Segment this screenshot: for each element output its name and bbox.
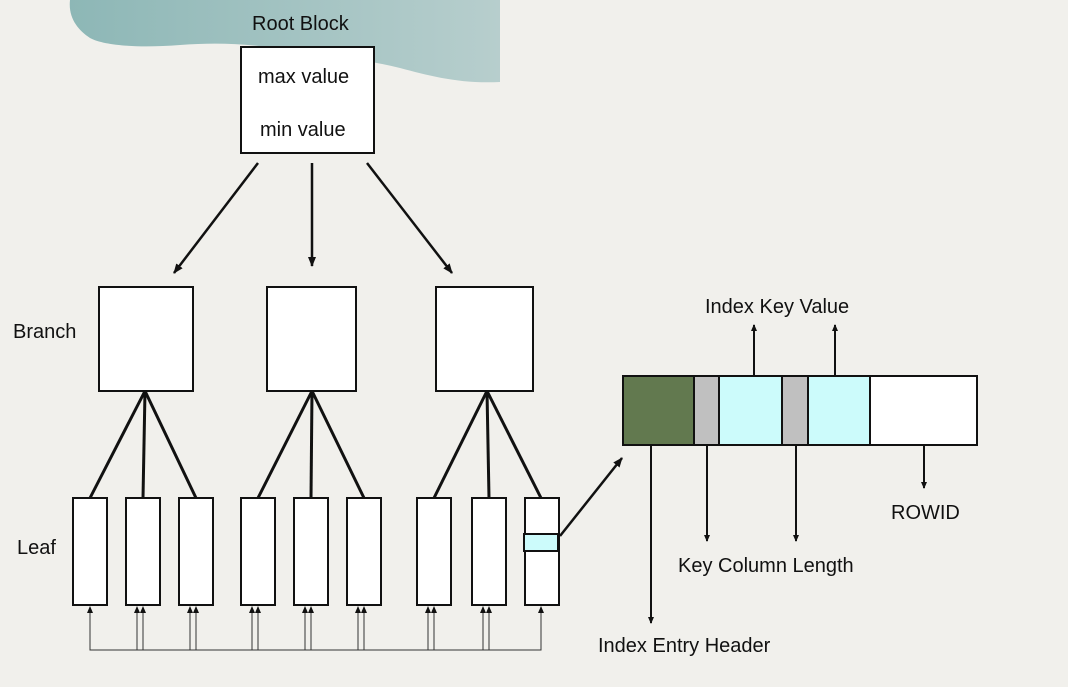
leaf-block bbox=[293, 497, 329, 606]
annotation-arrows bbox=[648, 324, 927, 624]
leaf-block bbox=[346, 497, 382, 606]
leaf-level-label: Leaf bbox=[17, 537, 56, 559]
branch-level-label: Branch bbox=[13, 321, 77, 343]
rowid-label: ROWID bbox=[891, 502, 960, 524]
leaf-entry-highlight bbox=[523, 533, 559, 552]
leaf-block bbox=[240, 497, 276, 606]
background-wash bbox=[69, 0, 500, 83]
branch-block bbox=[266, 286, 357, 392]
index-key-value-label: Index Key Value bbox=[705, 296, 850, 318]
root-block-title: Root Block bbox=[252, 13, 349, 35]
key-length-segment bbox=[781, 375, 809, 446]
key-column-length-label: Key Column Length bbox=[678, 555, 854, 577]
key-value-segment bbox=[807, 375, 871, 446]
root-to-branch-arrows bbox=[173, 162, 453, 274]
zoom-arrow bbox=[559, 457, 623, 537]
root-entry-min: min value bbox=[260, 119, 346, 141]
branch-to-leaf-lines bbox=[88, 390, 543, 499]
leaf-block bbox=[416, 497, 452, 606]
leaf-block bbox=[178, 497, 214, 606]
index-entry-header-label: Index Entry Header bbox=[598, 635, 771, 657]
leaf-block bbox=[125, 497, 161, 606]
root-block bbox=[240, 46, 375, 154]
branch-blocks bbox=[98, 286, 534, 392]
branch-block bbox=[435, 286, 534, 392]
rowid-segment bbox=[869, 375, 978, 446]
branch-block bbox=[98, 286, 194, 392]
root-entry-max: max value bbox=[258, 66, 350, 88]
entry-header-segment bbox=[622, 375, 695, 446]
leaf-link-arrows bbox=[87, 606, 544, 651]
leaf-blocks bbox=[72, 497, 560, 606]
key-length-segment bbox=[693, 375, 720, 446]
key-value-segment bbox=[718, 375, 783, 446]
leaf-block bbox=[72, 497, 108, 606]
leaf-block bbox=[471, 497, 507, 606]
index-entry bbox=[622, 375, 978, 446]
